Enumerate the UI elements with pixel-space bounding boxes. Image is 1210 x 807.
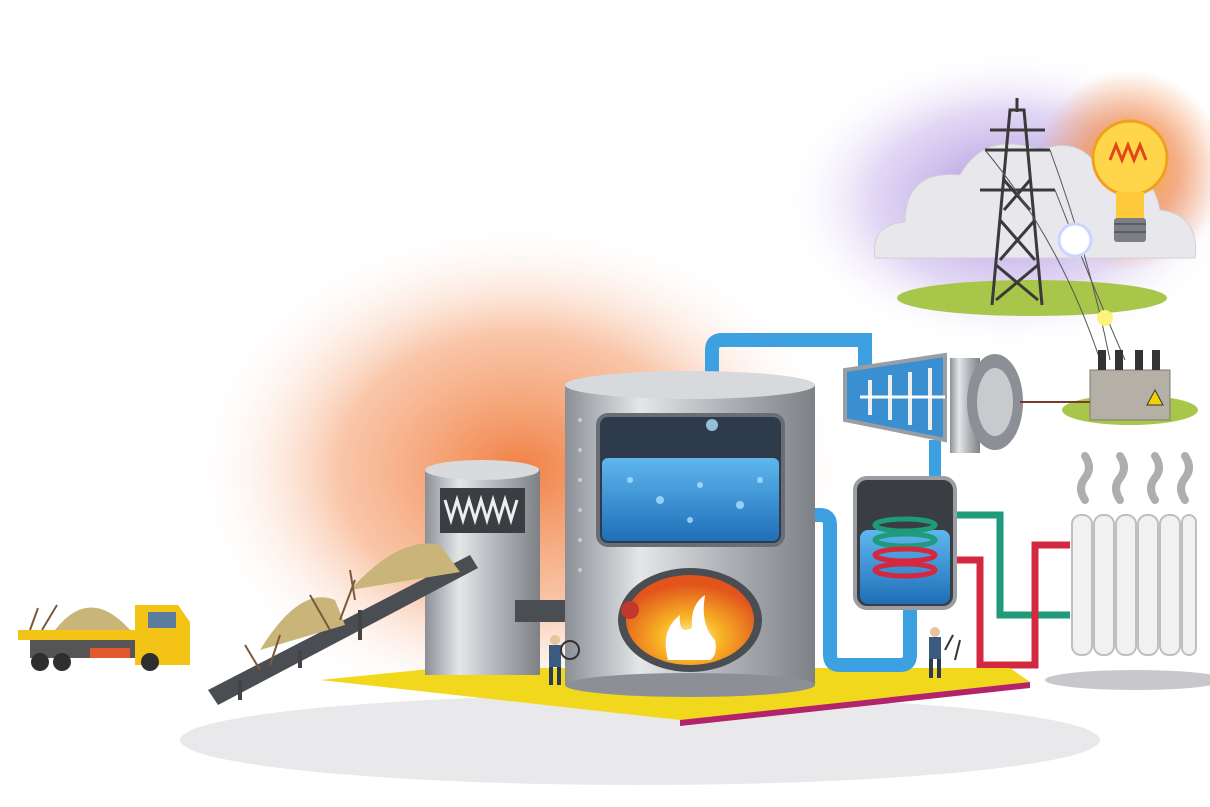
- flame-icon: [665, 595, 716, 660]
- heat-waves: [1077, 452, 1193, 504]
- radiator-shadow: [1045, 670, 1210, 690]
- power-lines: [984, 149, 1126, 361]
- heat-exchanger-coil: [872, 516, 938, 579]
- branch-icons: [244, 569, 356, 671]
- spark-icon: [1097, 310, 1113, 326]
- wood-chip-pile: [260, 597, 345, 650]
- truck: [18, 604, 190, 671]
- steam-pipe: [705, 333, 872, 430]
- condensate-pipe: [780, 508, 917, 672]
- heating-pipes: [925, 511, 1070, 669]
- water: [602, 458, 779, 541]
- ground-shadow: [180, 695, 1100, 785]
- worker-figure: [929, 627, 961, 678]
- light-bulb-icon: [1091, 119, 1169, 242]
- platform-edge: [680, 682, 1030, 726]
- warning-icon: [1146, 388, 1164, 406]
- generator: [950, 354, 1090, 453]
- worker-figure: [549, 635, 580, 685]
- grass-island: [897, 280, 1167, 316]
- transformer: [1062, 350, 1198, 425]
- turbine: [843, 352, 947, 443]
- boiler: [565, 371, 815, 697]
- radiator: [1071, 514, 1197, 656]
- spark-icon: [1057, 222, 1093, 258]
- condenser: [853, 476, 957, 610]
- wood-chip-pile: [350, 543, 460, 590]
- pylon-icon: [980, 98, 1055, 306]
- conveyor-belt: [208, 543, 478, 705]
- fire-icon: [626, 575, 754, 665]
- wood-chip-pile: [55, 607, 130, 630]
